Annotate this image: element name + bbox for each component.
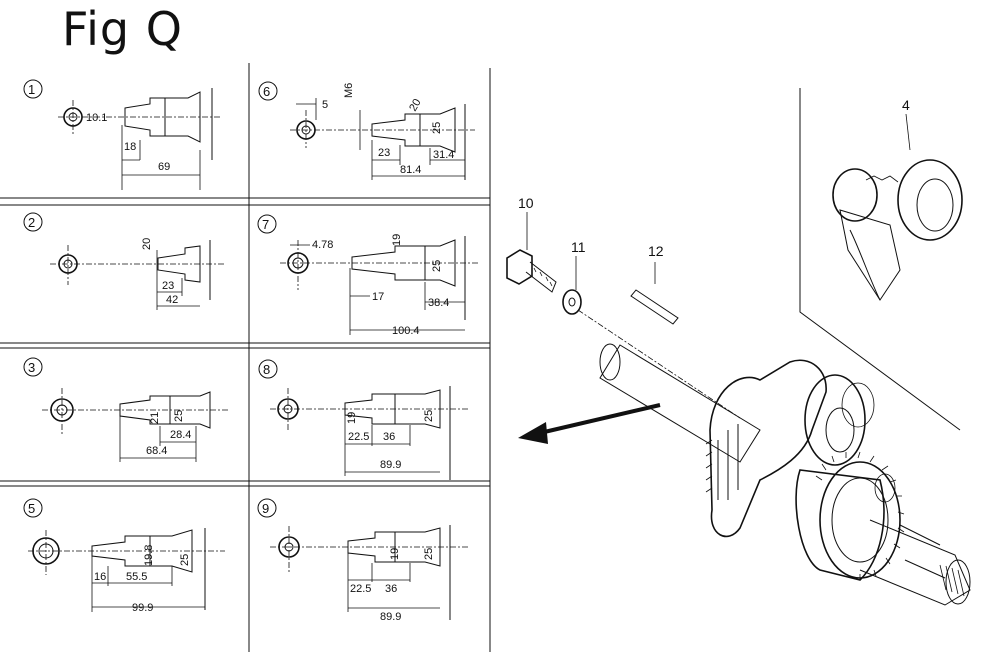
- dim-label: 25: [423, 410, 435, 422]
- shaft-diagram-5: 5 16 55.5 99.9 25 19.8: [23, 498, 225, 614]
- dim-label: 28.4: [170, 429, 191, 441]
- callout-circle: [258, 81, 278, 101]
- dim-label: 25: [431, 260, 443, 272]
- part-12-key: [630, 289, 679, 325]
- callout-number: 7: [262, 217, 269, 232]
- dim-label: 10.1: [86, 112, 107, 124]
- callout-number: 8: [263, 362, 270, 377]
- callout-number: 2: [28, 215, 35, 230]
- callout-circle: [23, 79, 43, 99]
- callout-circle: [23, 212, 43, 232]
- dim-label: 23: [378, 147, 390, 159]
- dim-label: 36: [383, 431, 395, 443]
- callout-number: 6: [263, 84, 270, 99]
- dim-label: 22.5: [348, 431, 369, 443]
- dim-label: M6: [343, 83, 355, 98]
- dim-label: 25: [431, 122, 443, 134]
- shaft-diagram-2: 2 20 23 42: [23, 212, 225, 310]
- shaft-diagram-7: 7 4.78 19 25 17 38.4 100.4: [257, 214, 480, 337]
- callout-number: 5: [28, 501, 35, 516]
- dim-label: 68.4: [146, 445, 167, 457]
- shaft-diagram-6: 6 5 M6 20 23 25 31.4 81.4: [258, 81, 475, 180]
- callout-circle: [257, 214, 277, 234]
- dim-label: 99.9: [132, 602, 153, 614]
- dim-label: 55.5: [126, 571, 147, 583]
- dim-label: 69: [158, 161, 170, 173]
- callout-circle: [258, 359, 278, 379]
- direction-arrow: [518, 403, 661, 444]
- shaft-diagram-1: 1 10.1 18 69: [23, 79, 220, 190]
- part-10-bolt: [506, 249, 557, 293]
- dim-label: 38.4: [428, 297, 449, 309]
- dim-label: 23: [162, 280, 174, 292]
- dim-label: 89.9: [380, 459, 401, 471]
- dim-label: 42: [166, 294, 178, 306]
- dim-label: 22.5: [350, 583, 371, 595]
- dim-label: 19: [346, 412, 358, 424]
- callout-number: 9: [262, 501, 269, 516]
- dim-label: 36: [385, 583, 397, 595]
- dim-label: 18: [124, 141, 136, 153]
- crankshaft: [705, 359, 971, 606]
- dim-label: 21: [149, 412, 161, 424]
- part-label-4: 4: [902, 97, 910, 113]
- dim-label: 20: [407, 97, 424, 114]
- dim-label: 19: [389, 548, 401, 560]
- dim-label: 25: [173, 410, 185, 422]
- part-label-10: 10: [518, 195, 534, 211]
- dim-label: 31.4: [433, 149, 454, 161]
- dim-label: 16: [94, 571, 106, 583]
- callout-circle: [23, 357, 43, 377]
- dim-label: 89.9: [380, 611, 401, 623]
- dim-label: 100.4: [392, 325, 420, 337]
- dim-label: 81.4: [400, 164, 421, 176]
- shaft-diagram-8: 8 19 25 22.5 36 89.9: [258, 359, 470, 480]
- dim-label: 5: [322, 99, 328, 111]
- callout-number: 1: [28, 82, 35, 97]
- callout-number: 3: [28, 360, 35, 375]
- crankshaft-assembly: 4 10 11 12: [506, 88, 971, 606]
- shaft-diagram-9: 9 19 25 22.5 36 89.9: [257, 498, 470, 623]
- shaft-diagram-3: 3 21 25 28.4 68.4: [23, 357, 228, 462]
- part-label-12: 12: [648, 243, 664, 259]
- dim-label: 20: [141, 238, 153, 250]
- dim-label: 19.8: [143, 545, 155, 566]
- figure-title: Fig Q: [62, 2, 183, 56]
- dim-label: 4.78: [312, 239, 333, 251]
- part-4-gear: [832, 159, 963, 301]
- inset-frame: [799, 88, 961, 431]
- callout-circle: [23, 498, 43, 518]
- dim-label: 25: [179, 554, 191, 566]
- part-11-washer: [562, 289, 582, 315]
- grid-lines: [0, 63, 491, 652]
- dim-label: 17: [372, 291, 384, 303]
- dim-label: 25: [423, 548, 435, 560]
- callout-circle: [257, 498, 277, 518]
- dim-label: 19: [391, 234, 403, 246]
- part-label-11: 11: [571, 239, 586, 255]
